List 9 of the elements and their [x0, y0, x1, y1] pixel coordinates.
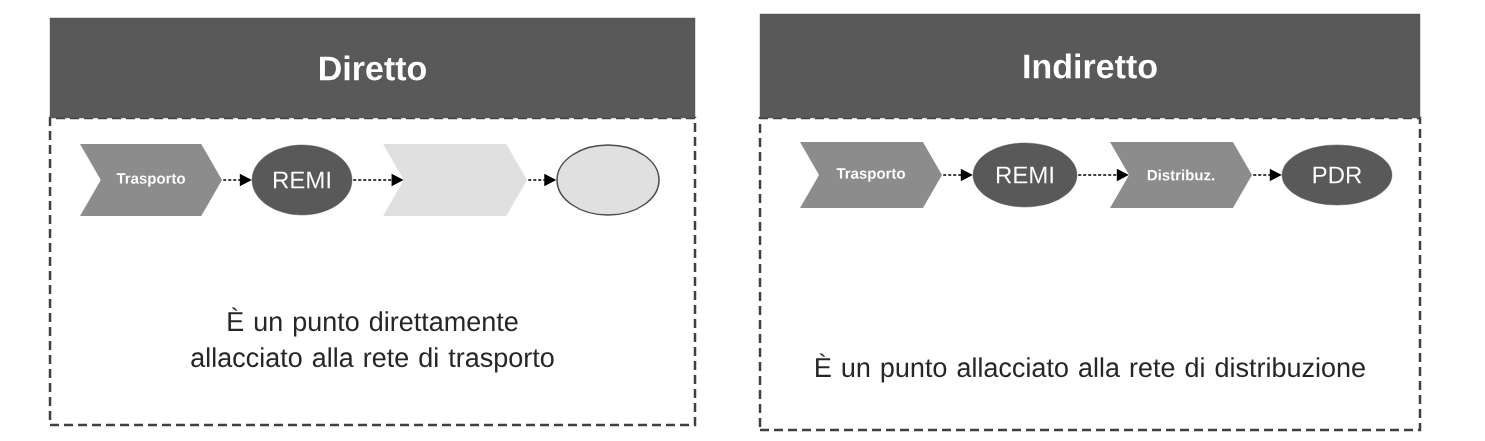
description: È un punto direttamente allacciato alla rete di trasporto: [191, 307, 554, 373]
process-step: [383, 144, 527, 216]
description: È un punto allacciato alla rete di distribuzione: [816, 353, 1365, 383]
ellipse: [556, 144, 660, 216]
process-step: Trasporto: [800, 142, 942, 208]
process-step: Distribuz.: [1110, 142, 1252, 208]
panel-header: Indiretto: [759, 13, 1421, 119]
panel-header: Diretto: [49, 17, 696, 119]
process-step: Trasporto: [80, 144, 222, 216]
